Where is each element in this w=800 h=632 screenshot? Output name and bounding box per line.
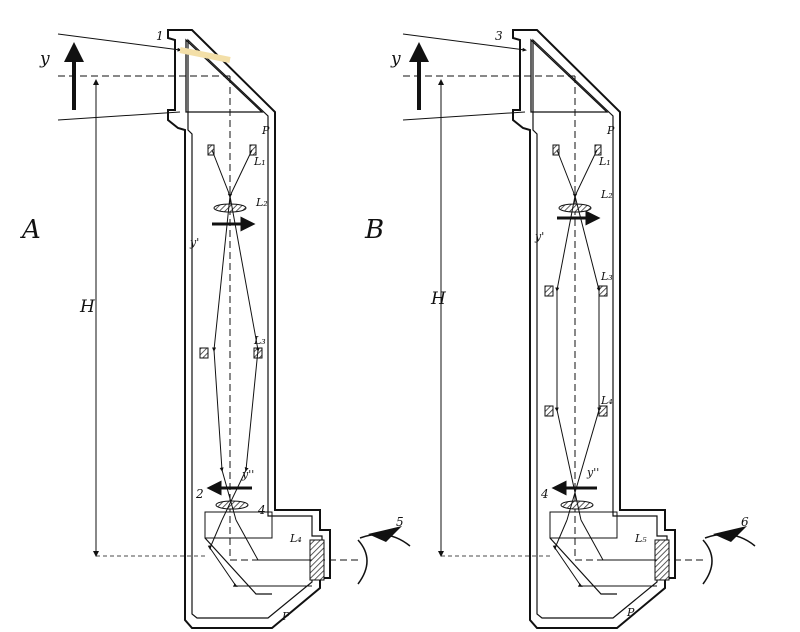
panel-b: B H y y' y'' P P L₁ L₂ L₃ L₄ L₅ 3 4 6 [364, 29, 756, 629]
bottom-prism [549, 511, 618, 539]
eye-icon [702, 539, 713, 585]
housing-inner [187, 38, 323, 619]
part-number: 4 [540, 487, 549, 501]
housing-inner [532, 38, 668, 619]
part-number: 4 [257, 503, 266, 517]
lens-label: L₅ [634, 532, 647, 545]
lens-label: L₂ [255, 196, 268, 209]
image2-label: y'' [241, 468, 254, 481]
eye-icon [357, 539, 368, 585]
bottom-prism [204, 511, 273, 539]
prism-top-label: P [261, 124, 270, 137]
part-number: 1 [156, 29, 164, 43]
housing-outer [167, 29, 331, 629]
height-label: H [430, 289, 447, 309]
image1-label: y' [189, 236, 199, 249]
part-number: 3 [495, 29, 503, 43]
lens-label: L₁ [598, 155, 611, 168]
lens-label: L₁ [253, 155, 266, 168]
image1-label: y' [534, 230, 544, 243]
part-number: 6 [741, 515, 749, 529]
object-label: y [390, 49, 401, 69]
prism-bottom-label: P [281, 610, 290, 623]
object-label: y [39, 49, 50, 69]
lens-label: L₂ [600, 188, 613, 201]
lens-label: L₃ [600, 270, 613, 283]
housing-outer [512, 29, 676, 629]
part-number: 2 [195, 487, 204, 501]
image2-label: y'' [586, 466, 599, 479]
height-label: H [79, 297, 96, 317]
panel-label: A [20, 215, 41, 245]
lens-label: L₃ [253, 334, 266, 347]
lens-label: L₄ [600, 394, 613, 407]
panel-a: A H y y' y'' P P L₁ L₂ L₃ L₄ 1 2 4 5 [20, 29, 411, 629]
lens-label: L₄ [289, 532, 302, 545]
prism-top-label: P [606, 124, 615, 137]
panel-label: B [364, 215, 384, 245]
part-number: 5 [396, 515, 404, 529]
prism-bottom-label: P [626, 606, 635, 619]
